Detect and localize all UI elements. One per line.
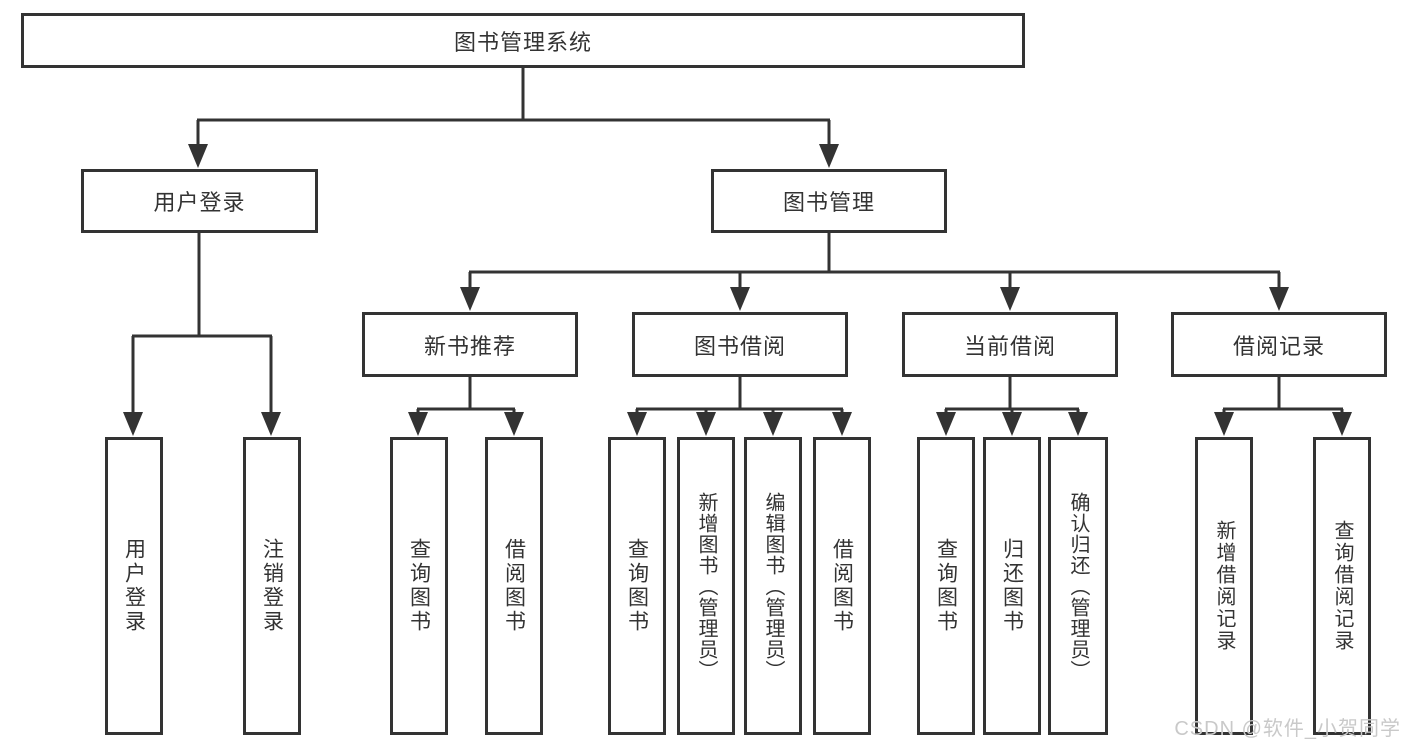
leaf-bb-query-books: 查询图书 (608, 437, 666, 735)
leaf-bb-add-books: 新增图书（管理员） (677, 437, 735, 735)
leaf-user-login: 用户登录 (105, 437, 163, 735)
csdn-watermark: CSDN @软件_小贺同学 (1174, 718, 1401, 740)
arrowheads (123, 144, 1352, 436)
node-root: 图书管理系统 (21, 13, 1025, 68)
leaf-nb-query-books: 查询图书 (390, 437, 448, 735)
leaf-nb-borrow-books: 借阅图书 (485, 437, 543, 735)
leaf-cb-return-books: 归还图书 (983, 437, 1041, 735)
node-book-borrowing: 图书借阅 (632, 312, 848, 377)
node-current-borrowing: 当前借阅 (902, 312, 1118, 377)
leaf-br-add-record: 新增借阅记录 (1195, 437, 1253, 735)
leaf-cb-confirm-return: 确认归还（管理员） (1048, 437, 1108, 735)
node-user-login: 用户登录 (81, 169, 318, 233)
node-borrowing-records: 借阅记录 (1171, 312, 1387, 377)
leaf-cb-query-books: 查询图书 (917, 437, 975, 735)
leaf-bb-borrow-books: 借阅图书 (813, 437, 871, 735)
node-new-book-recommend: 新书推荐 (362, 312, 578, 377)
leaf-bb-edit-books: 编辑图书（管理员） (744, 437, 802, 735)
leaf-br-query-record: 查询借阅记录 (1313, 437, 1371, 735)
node-book-management: 图书管理 (711, 169, 947, 233)
leaf-logout: 注销登录 (243, 437, 301, 735)
